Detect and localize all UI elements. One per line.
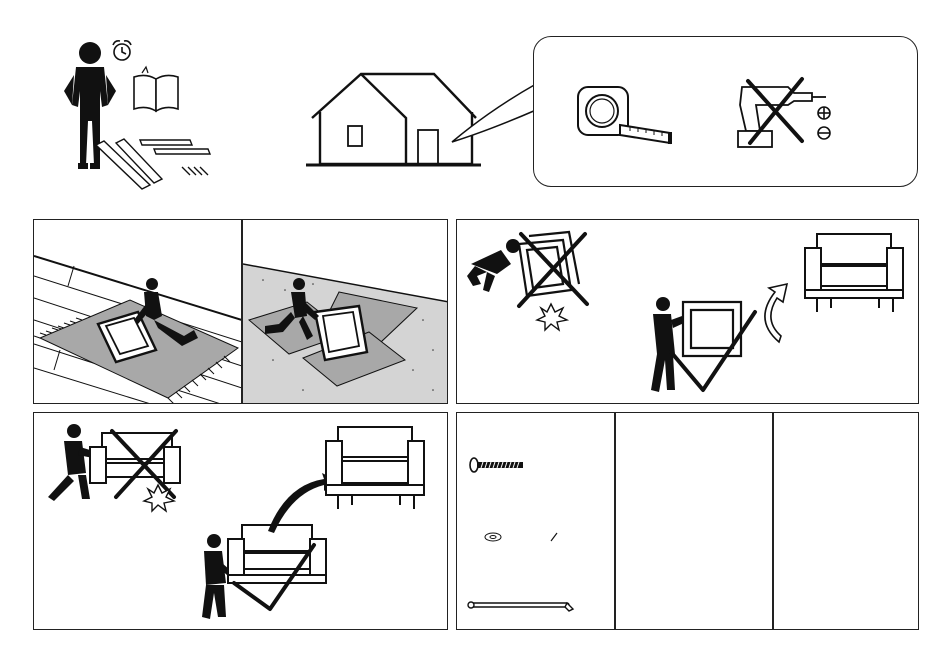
hardware-items xyxy=(457,413,614,630)
lift-panel xyxy=(33,412,448,630)
crouching-person xyxy=(467,239,520,292)
flathead-screwdriver-icon xyxy=(818,127,830,139)
impact-burst-icon xyxy=(537,304,567,330)
sofa-frame xyxy=(228,525,326,583)
small-screws xyxy=(182,167,208,175)
hardware-column-divider-1 xyxy=(614,413,616,630)
power-drill-icon xyxy=(732,75,842,155)
hardware-column-divider-2 xyxy=(772,413,774,630)
wood-floor-scene xyxy=(34,220,242,404)
armchair xyxy=(805,234,903,312)
phillips-screwdriver-icon xyxy=(818,107,830,119)
lift-scene xyxy=(34,413,448,630)
impact-burst-icon xyxy=(144,485,174,511)
open-book-icon xyxy=(134,67,178,111)
small-pin-icon xyxy=(551,533,557,541)
tape-measure-icon xyxy=(574,83,674,153)
curved-arrow-icon xyxy=(765,284,787,342)
prep-illustration xyxy=(50,35,230,195)
tools-callout xyxy=(533,36,918,187)
bolt-icon xyxy=(470,458,523,472)
sofa-frame xyxy=(315,306,367,360)
tilt-scene xyxy=(457,220,919,404)
cardboard-scene xyxy=(243,220,448,404)
washer-icon xyxy=(485,533,501,541)
allen-key-icon xyxy=(468,602,573,611)
callout-tail xyxy=(450,80,540,150)
tilt-panel xyxy=(456,219,919,404)
hardware-panel xyxy=(456,412,919,630)
armchair xyxy=(326,427,424,509)
flat-boards xyxy=(96,139,210,189)
unpack-panel xyxy=(33,219,448,404)
alarm-clock-icon xyxy=(113,41,131,60)
